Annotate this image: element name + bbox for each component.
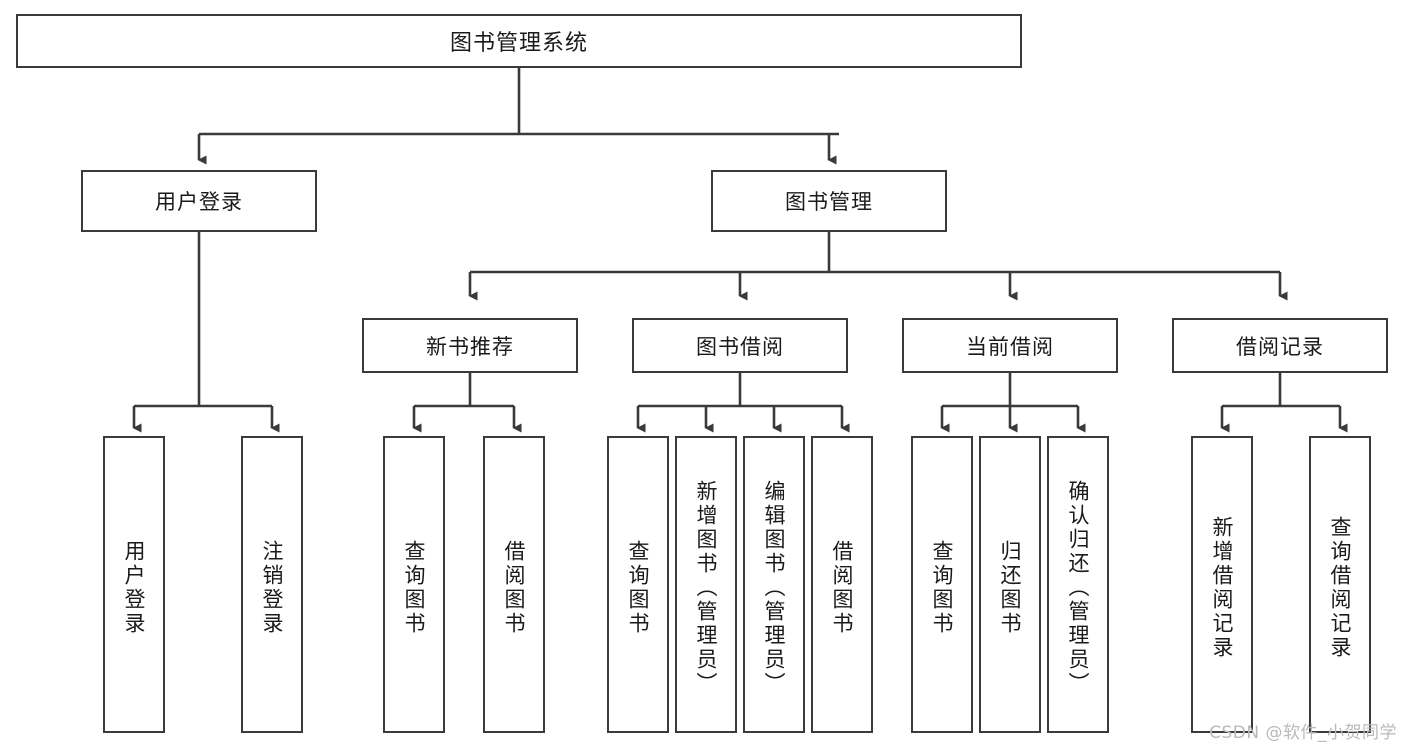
node-root-system[interactable]: 图书管理系统 [16,14,1022,68]
node-label: 用户登录 [155,190,243,214]
leaf-query-book-3[interactable]: 查询图书 [911,436,973,733]
leaf-return-book[interactable]: 归还图书 [979,436,1041,733]
node-label: 用户登录 [122,539,147,636]
node-label: 编辑图书（管理员） [762,479,787,696]
node-label: 查询图书 [930,539,955,636]
node-borrow-record[interactable]: 借阅记录 [1172,318,1388,373]
node-book-borrow[interactable]: 图书借阅 [632,318,848,373]
node-label: 查询借阅记录 [1328,515,1353,660]
leaf-user-login[interactable]: 用户登录 [103,436,165,733]
node-label: 注销登录 [260,539,285,636]
leaf-borrow-book-1[interactable]: 借阅图书 [483,436,545,733]
node-label: 借阅图书 [830,539,855,636]
node-label: 查询图书 [402,539,427,636]
node-label: 借阅图书 [502,539,527,636]
leaf-borrow-book-2[interactable]: 借阅图书 [811,436,873,733]
node-user-login[interactable]: 用户登录 [81,170,317,232]
leaf-query-book-1[interactable]: 查询图书 [383,436,445,733]
node-label: 新增图书（管理员） [694,479,719,696]
node-label: 图书借阅 [696,334,784,359]
node-new-book-recommend[interactable]: 新书推荐 [362,318,578,373]
node-label: 新书推荐 [426,334,514,359]
leaf-add-book[interactable]: 新增图书（管理员） [675,436,737,733]
leaf-edit-book[interactable]: 编辑图书（管理员） [743,436,805,733]
leaf-query-book-2[interactable]: 查询图书 [607,436,669,733]
node-book-manage[interactable]: 图书管理 [711,170,947,232]
node-label: 归还图书 [998,539,1023,636]
node-current-borrow[interactable]: 当前借阅 [902,318,1118,373]
leaf-query-record[interactable]: 查询借阅记录 [1309,436,1371,733]
leaf-confirm-return[interactable]: 确认归还（管理员） [1047,436,1109,733]
node-label: 查询图书 [626,539,651,636]
leaf-logout-login[interactable]: 注销登录 [241,436,303,733]
csdn-watermark: CSDN @软件_小贺同学 [1209,723,1397,743]
leaf-add-record[interactable]: 新增借阅记录 [1191,436,1253,733]
node-label: 图书管理系统 [449,31,588,56]
node-label: 确认归还（管理员） [1066,479,1091,696]
node-label: 当前借阅 [966,334,1054,359]
node-label: 新增借阅记录 [1210,515,1235,660]
node-label: 借阅记录 [1236,334,1324,359]
node-label: 图书管理 [785,190,873,214]
